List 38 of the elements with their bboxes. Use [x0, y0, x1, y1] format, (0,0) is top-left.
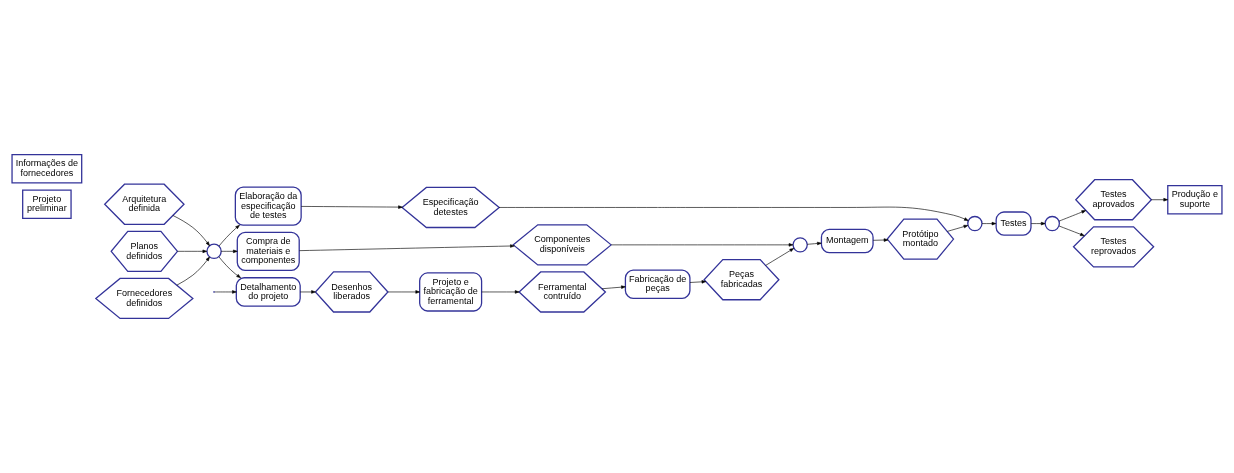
arrow — [176, 256, 210, 286]
arrow — [387, 290, 420, 294]
node-box: Projeto e fabricação de ferramental — [419, 272, 483, 312]
node-circle — [967, 215, 983, 232]
node-box: Fabricação de peças — [624, 269, 691, 300]
node-box: Montagem — [820, 228, 874, 254]
arrow — [611, 243, 794, 247]
arrow — [807, 241, 822, 246]
arrow — [172, 215, 210, 246]
arrow — [220, 249, 238, 253]
arrow — [601, 285, 626, 290]
arrow — [1058, 210, 1086, 222]
arrow — [981, 221, 997, 226]
arrow — [872, 238, 889, 242]
node-box: Informações de fornecedores — [11, 153, 83, 184]
arrow — [218, 256, 241, 279]
arrow — [300, 205, 403, 209]
arrow — [1151, 198, 1168, 202]
arrow — [1030, 221, 1046, 226]
arrow — [299, 290, 316, 294]
arrow — [1058, 225, 1085, 237]
arrow — [481, 290, 520, 294]
arrow — [498, 206, 969, 221]
node-circle — [792, 237, 808, 253]
node-circle — [1044, 215, 1060, 232]
node-box: Projeto preliminar — [22, 189, 72, 220]
arrow — [947, 224, 969, 232]
arrow — [765, 248, 795, 266]
arrow — [177, 249, 208, 253]
arrow — [689, 280, 707, 284]
arrow — [218, 224, 240, 247]
arrow — [299, 244, 515, 251]
node-box: Elaboração da especificação de testes — [234, 186, 302, 226]
arrow — [214, 290, 237, 294]
node-box: Produção e suporte — [1167, 184, 1223, 215]
node-box: Detalhamento do projeto — [235, 277, 301, 307]
node-box: Compra de materiais e componentes — [236, 231, 300, 271]
node-box: Testes — [995, 211, 1032, 236]
